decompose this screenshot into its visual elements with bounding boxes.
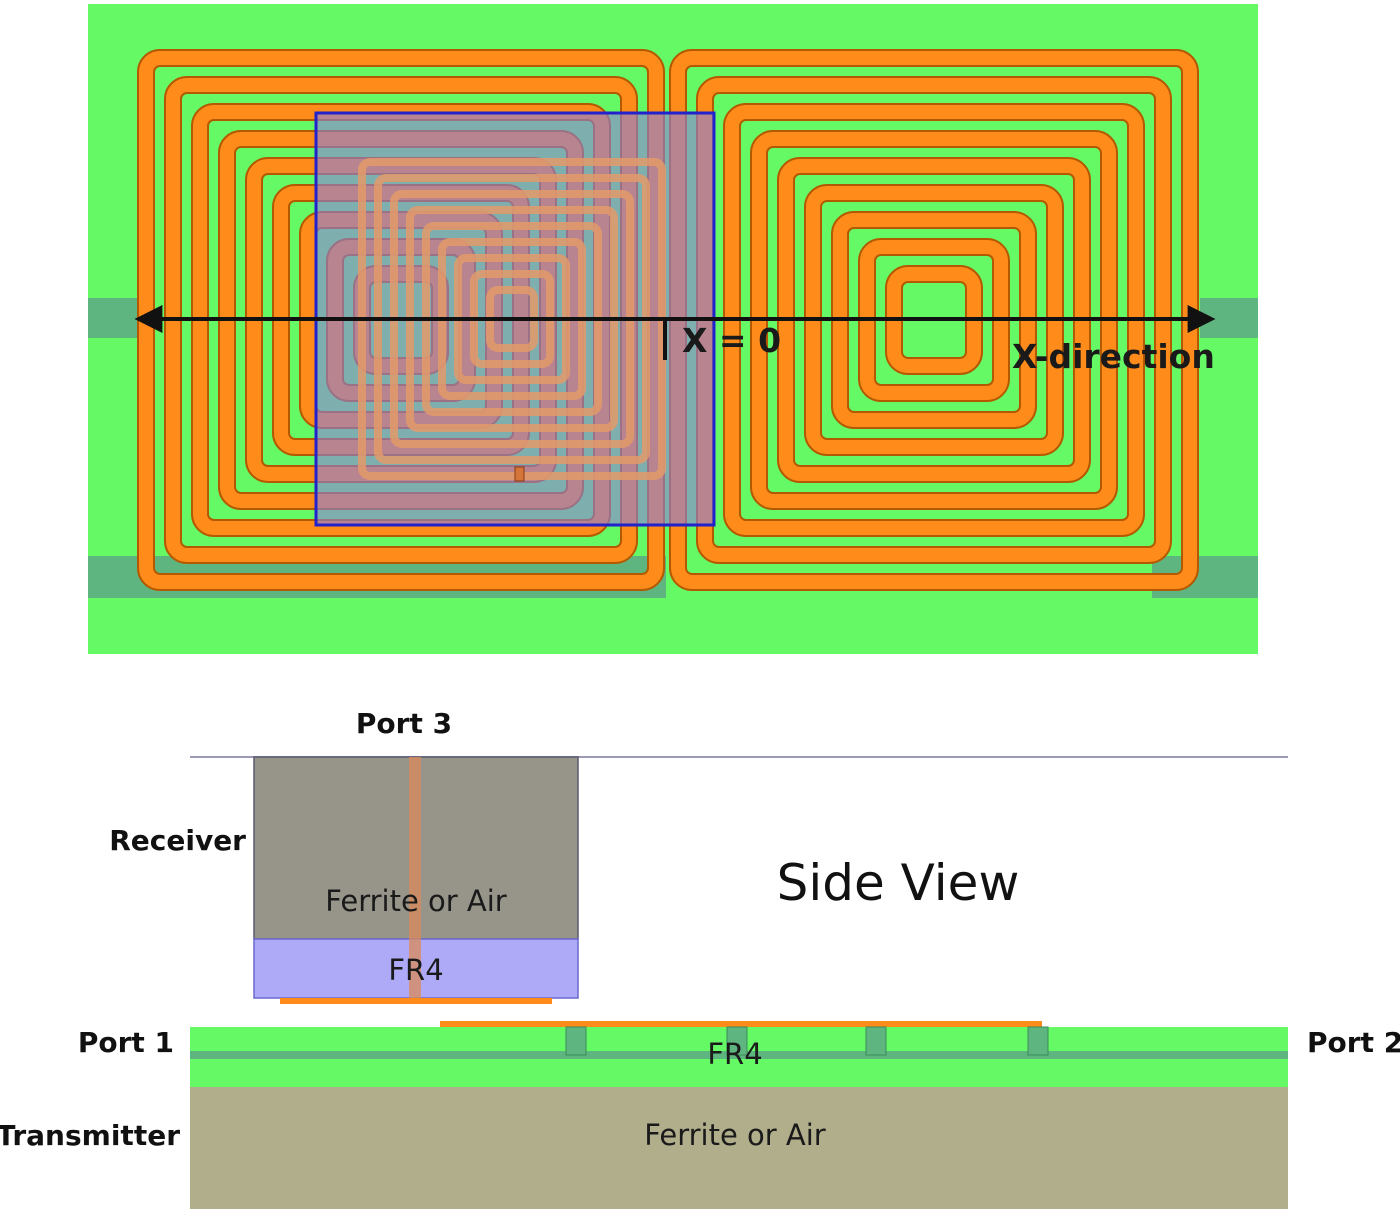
transmitter-core bbox=[190, 1087, 1288, 1209]
top-view: X = 0 X-direction bbox=[88, 4, 1258, 654]
receiver-core-label: Ferrite or Air bbox=[325, 884, 507, 918]
transmitter-coil-layer bbox=[440, 1021, 1042, 1028]
via-3 bbox=[865, 1026, 887, 1056]
transmitter-label: Transmitter bbox=[0, 1119, 180, 1152]
receiver-feed-trace bbox=[409, 757, 421, 998]
via-1 bbox=[565, 1026, 587, 1056]
x-direction-label: X-direction bbox=[1012, 337, 1215, 376]
transmitter-core-label: Ferrite or Air bbox=[644, 1118, 826, 1152]
side-view: Port 3 Receiver Ferrite or Air FR4 Side … bbox=[0, 707, 1400, 1209]
via-4 bbox=[1027, 1026, 1049, 1056]
transmitter-fr4-label: FR4 bbox=[707, 1037, 762, 1071]
receiver-label: Receiver bbox=[109, 824, 246, 857]
via-2 bbox=[726, 1026, 748, 1056]
receiver-coil-terminal bbox=[514, 466, 525, 482]
port1-label: Port 1 bbox=[78, 1026, 174, 1059]
via-strip-left bbox=[88, 298, 140, 338]
receiver-coil-layer bbox=[280, 998, 552, 1004]
origin-label: X = 0 bbox=[682, 321, 781, 360]
port3-label: Port 3 bbox=[356, 707, 452, 740]
port2-label: Port 2 bbox=[1307, 1026, 1400, 1059]
receiver-fr4-label: FR4 bbox=[388, 953, 443, 987]
side-view-title: Side View bbox=[777, 854, 1020, 912]
